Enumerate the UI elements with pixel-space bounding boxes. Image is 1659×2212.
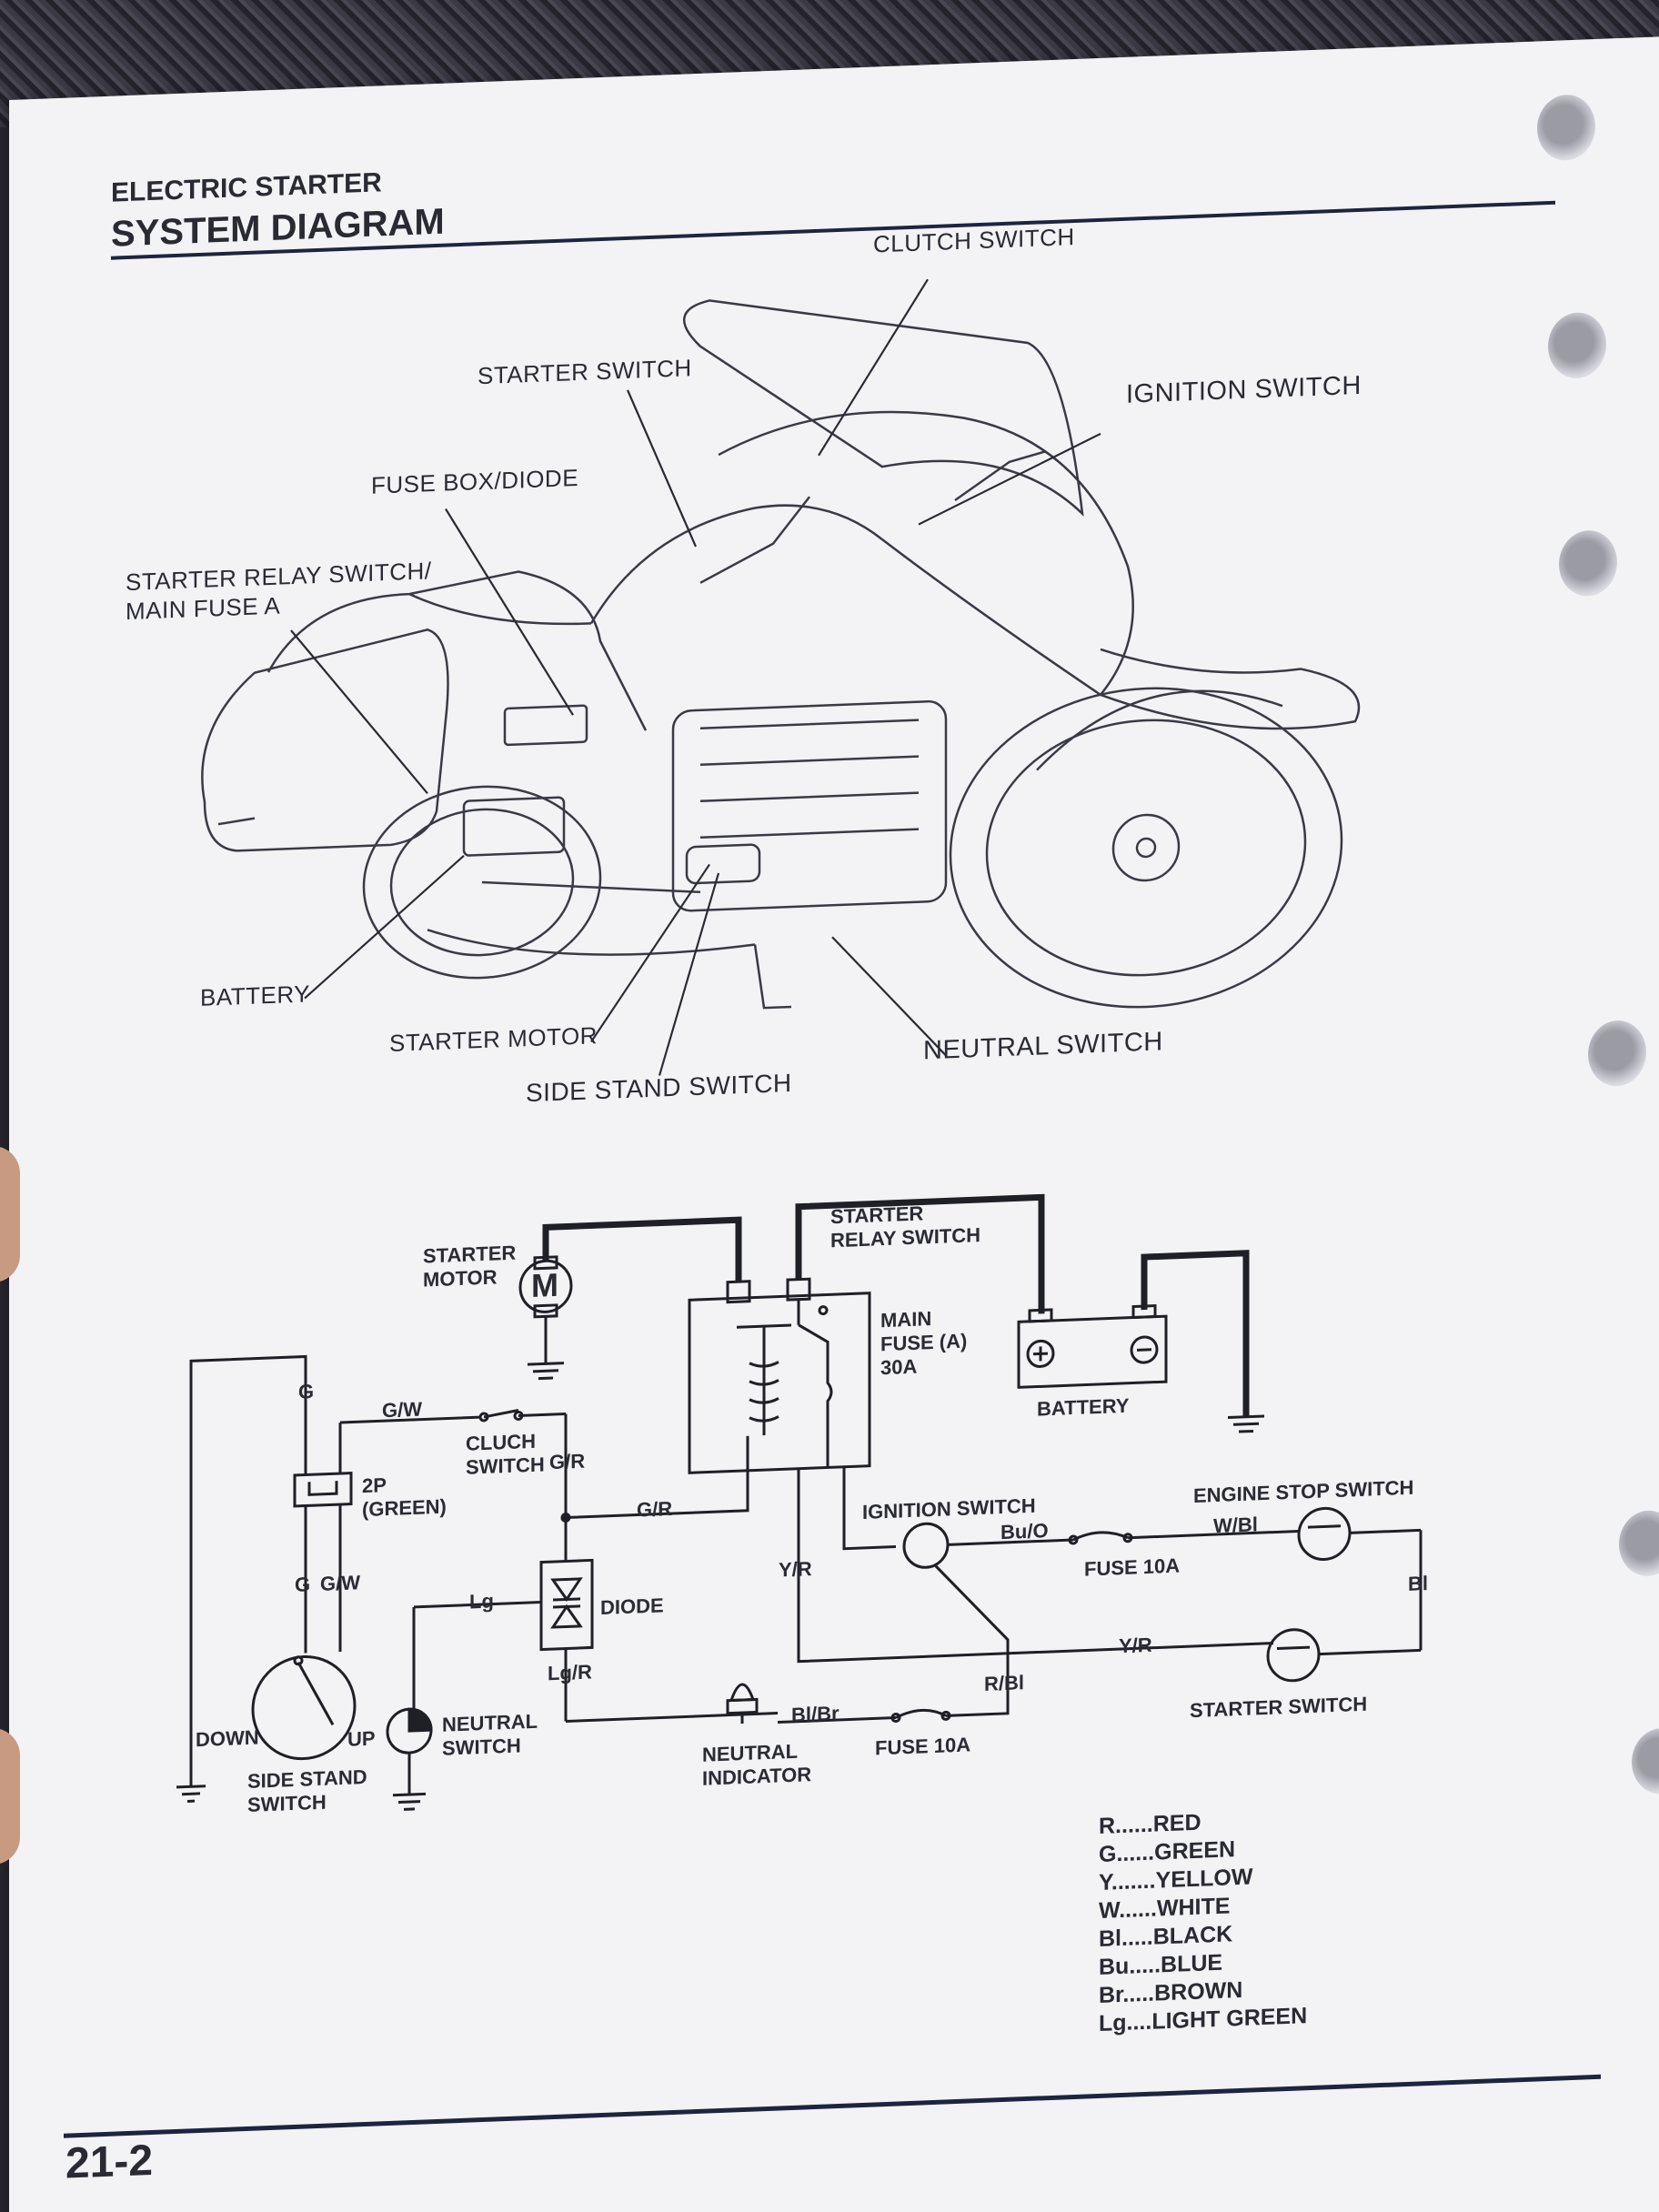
- wire-buo: Bu/O: [1000, 1519, 1049, 1544]
- wire-gr-relay: G/R: [637, 1496, 673, 1522]
- sch-clutch-switch-1: CLUCH: [466, 1429, 536, 1455]
- sch-up: UP: [347, 1726, 376, 1751]
- label-battery: BATTERY: [200, 980, 311, 1011]
- wire-lg: Lg: [469, 1589, 494, 1614]
- page-drawing: [111, 200, 1555, 1811]
- sch-main-fuse-3: 30A: [880, 1354, 918, 1380]
- sch-starter-motor-2: MOTOR: [423, 1265, 498, 1292]
- wire-rbl: R/Bl: [984, 1671, 1024, 1695]
- sch-fuse-10a-lower: FUSE 10A: [875, 1733, 971, 1760]
- sch-connector-1: 2P: [362, 1473, 387, 1498]
- legend-item: Br.....BROWN: [1099, 1976, 1243, 2008]
- sch-fuse-10a-upper: FUSE 10A: [1084, 1553, 1181, 1581]
- wire-yr-horizontal: Y/R: [1119, 1633, 1152, 1658]
- sch-battery: BATTERY: [1037, 1393, 1130, 1421]
- sch-connector-2: (GREEN): [362, 1494, 447, 1522]
- sch-motor-symbol: M: [531, 1265, 558, 1304]
- wire-gw-top: G/W: [382, 1397, 422, 1423]
- legend-item: W......WHITE: [1099, 1893, 1231, 1924]
- sch-diode: DIODE: [600, 1594, 664, 1620]
- wire-bl: Bl: [1408, 1572, 1428, 1595]
- legend-item: G......GREEN: [1099, 1836, 1236, 1867]
- legend-item: Bl.....BLACK: [1099, 1921, 1233, 1952]
- wire-yr-vertical: Y/R: [779, 1557, 812, 1582]
- sch-neutral-switch-1: NEUTRAL: [442, 1709, 538, 1736]
- sch-clutch-switch-2: SWITCH: [466, 1453, 545, 1479]
- wire-blbr: Bl/Br: [791, 1701, 840, 1726]
- legend-item: R......RED: [1099, 1809, 1202, 1839]
- sch-main-fuse-2: FUSE (A): [880, 1329, 968, 1356]
- wire-gw-bottom: G/W: [320, 1571, 360, 1595]
- wire-wbl: W/Bl: [1213, 1513, 1258, 1538]
- sch-side-stand-1: SIDE STAND: [247, 1765, 367, 1793]
- wire-g-bottom: G: [295, 1573, 311, 1596]
- sch-neutral-indicator-1: NEUTRAL: [702, 1739, 799, 1766]
- label-starter-relay-line2: MAIN FUSE A: [126, 591, 281, 626]
- thumb: [0, 1728, 20, 1865]
- motorcycle-illustration: [201, 299, 1361, 1010]
- sch-neutral-switch-2: SWITCH: [442, 1734, 521, 1760]
- manual-page: ELECTRIC STARTER SYSTEM DIAGRAM: [9, 36, 1659, 2212]
- sch-down: DOWN: [196, 1725, 259, 1752]
- page-number: 21-2: [65, 2136, 154, 2188]
- schematic-wiring: [176, 1193, 1423, 1811]
- callout-leaders: [290, 278, 1101, 1076]
- legend-item: Bu.....BLUE: [1099, 1949, 1223, 1980]
- wire-gr-clutch: G/R: [549, 1449, 586, 1474]
- sch-neutral-indicator-2: INDICATOR: [702, 1763, 812, 1790]
- wire-g-top: G: [298, 1380, 315, 1403]
- sch-side-stand-2: SWITCH: [247, 1790, 327, 1816]
- thumb: [0, 1146, 20, 1282]
- wire-lgr: Lg/R: [548, 1660, 592, 1685]
- sch-starter-motor-1: STARTER: [423, 1241, 517, 1268]
- sch-main-fuse-1: MAIN: [880, 1307, 932, 1332]
- sch-starter-relay-1: STARTER: [830, 1202, 924, 1229]
